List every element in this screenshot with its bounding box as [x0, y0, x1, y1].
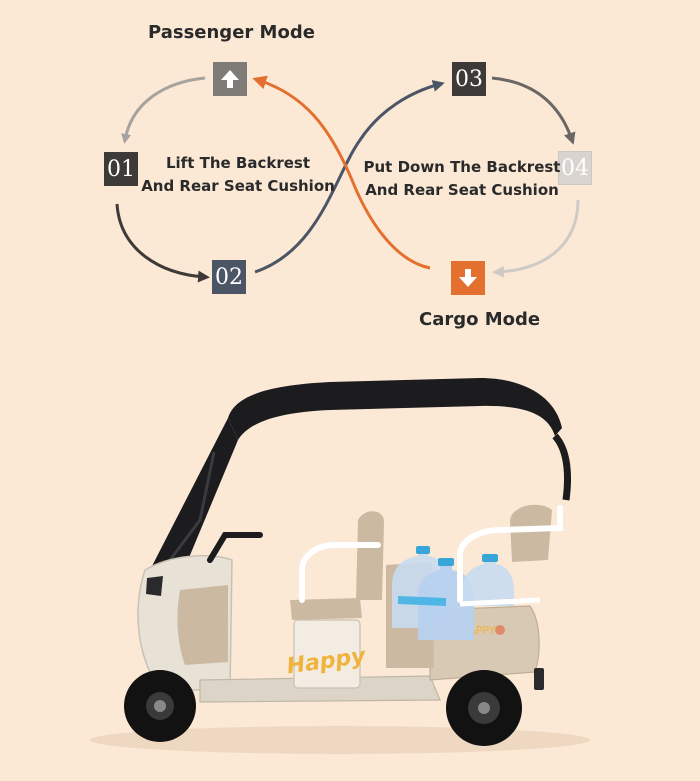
left-instruction-line2: And Rear Seat Cushion [141, 177, 335, 195]
up-arrow-icon [213, 62, 247, 96]
left-instruction: Lift The Backrest And Rear Seat Cushion [140, 152, 336, 198]
rear-seat-backrest [510, 504, 552, 562]
battery-box [293, 619, 361, 689]
arrow-cargo-to-passenger [252, 75, 431, 270]
step-03-badge: 03 [452, 62, 486, 96]
step-04-badge: 04 [558, 151, 592, 185]
arrow-04-to-cargo [492, 199, 580, 278]
passenger-mode-title: Passenger Mode [148, 22, 315, 43]
left-instruction-line1: Lift The Backrest [165, 154, 311, 172]
right-instruction: Put Down The Backrest And Rear Seat Cush… [362, 156, 562, 202]
step-02-badge: 02 [212, 260, 246, 294]
arrow-02-to-03 [254, 80, 445, 274]
cargo-mode-title: Cargo Mode [419, 309, 541, 330]
headlight [146, 576, 163, 596]
down-arrow-icon [451, 261, 485, 295]
water-jugs [392, 546, 514, 640]
front-seat [290, 598, 362, 620]
tail-light [534, 668, 544, 690]
handlebar [207, 532, 263, 563]
roof [228, 378, 562, 440]
front-seat-backrest [356, 511, 384, 600]
flow-arrows [115, 75, 580, 283]
arrow-up-to-01 [121, 76, 206, 144]
right-instruction-line1: Put Down The Backrest [363, 158, 561, 176]
electric-tricycle-illustration: Happy HAPPY [90, 378, 590, 754]
arrow-01-to-02 [115, 203, 210, 283]
rear-pillar [552, 433, 571, 501]
arrow-03-to-04 [491, 76, 576, 145]
right-instruction-line2: And Rear Seat Cushion [365, 181, 559, 199]
front-pillar [150, 418, 238, 570]
step-01-badge: 01 [104, 152, 138, 186]
